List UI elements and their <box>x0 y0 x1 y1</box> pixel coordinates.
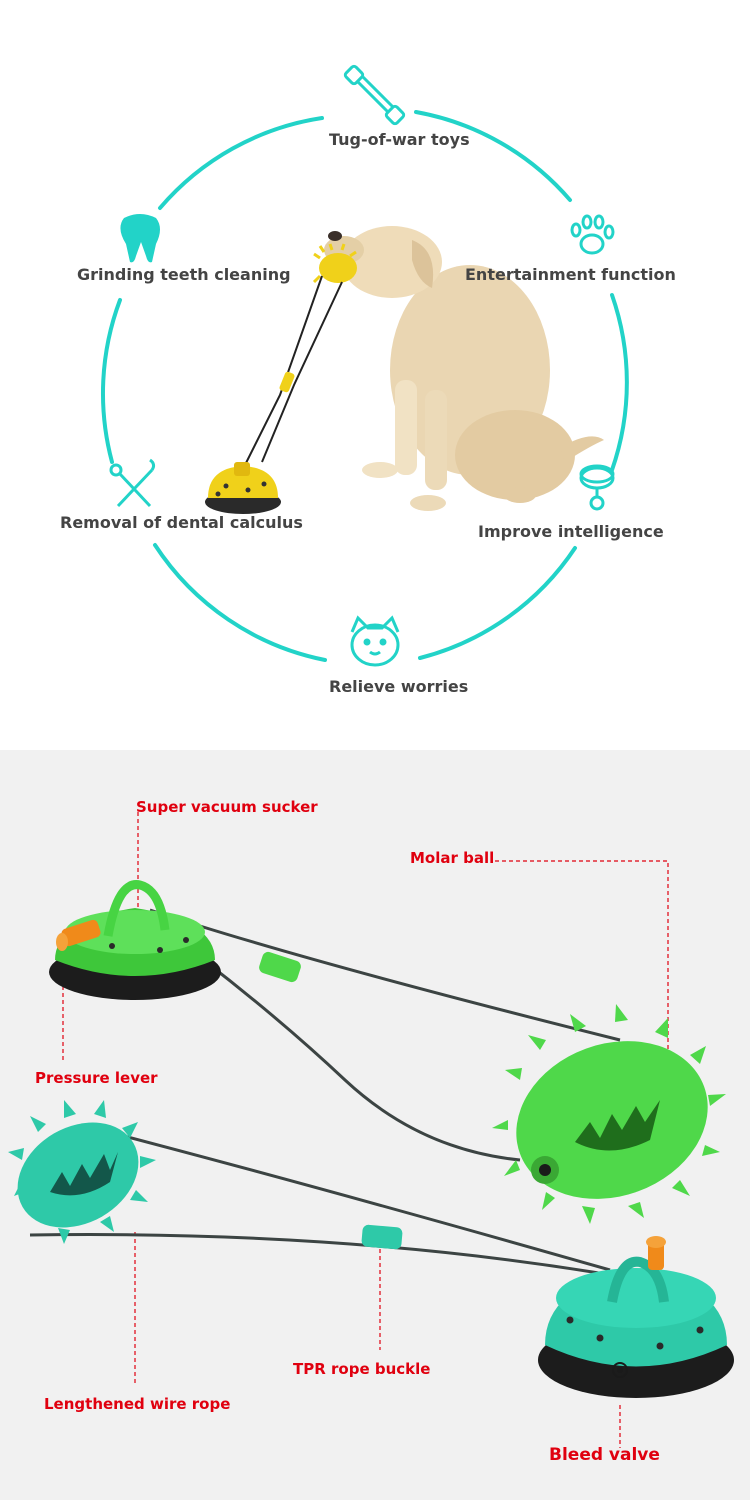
green-rope-buckle <box>259 951 301 983</box>
callout-valve-label: Bleed valve <box>549 1445 660 1465</box>
feature-ring <box>101 110 629 662</box>
parts-panel: Super vacuum sucker Molar ball Pressure … <box>0 750 750 1500</box>
feature-intelligence-label: Improve intelligence <box>478 522 664 541</box>
callout-rope-label: Lengthened wire rope <box>44 1395 231 1413</box>
callout-buckle-label: TPR rope buckle <box>293 1360 431 1378</box>
tug-toy-photo <box>205 243 357 514</box>
teal-rope-buckle <box>361 1224 403 1250</box>
features-circle-graphic <box>101 64 629 667</box>
dental-tools-icon <box>109 458 156 508</box>
tooth-icon <box>120 214 160 263</box>
feature-grinding-label: Grinding teeth cleaning <box>77 265 291 284</box>
teal-molar-ball <box>8 1100 156 1244</box>
green-suction-cup <box>49 880 221 1000</box>
green-molar-ball <box>492 1004 726 1224</box>
feature-calculus-label: Removal of dental calculus <box>60 513 303 532</box>
pet-collar-icon <box>579 464 615 511</box>
callout-lever-label: Pressure lever <box>35 1069 158 1087</box>
feature-tug-of-war-label: Tug-of-war toys <box>329 130 470 149</box>
callout-sucker-label: Super vacuum sucker <box>136 798 318 816</box>
teal-suction-cup <box>538 1236 734 1398</box>
dog-photo <box>324 226 604 511</box>
paw-print-icon <box>570 214 615 255</box>
feature-worries-label: Relieve worries <box>329 677 469 696</box>
feature-entertainment-label: Entertainment function <box>465 265 676 284</box>
shiba-dog-icon <box>350 615 400 667</box>
callout-molar-label: Molar ball <box>410 849 495 867</box>
rope-toy-icon <box>343 64 406 126</box>
product-parts-graphic <box>8 812 734 1448</box>
features-panel: Tug-of-war toys Grinding teeth cleaning … <box>60 64 676 696</box>
